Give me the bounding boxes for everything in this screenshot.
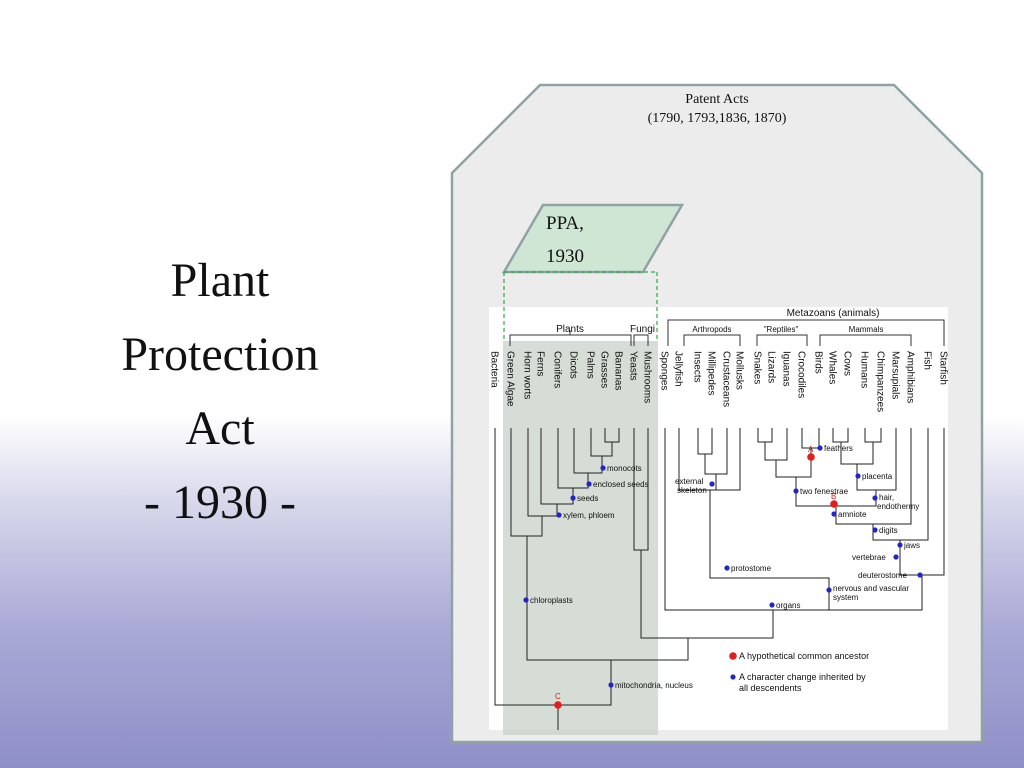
character-labels: monocots enclosed seeds seeds xylem, phl… (530, 444, 920, 690)
patent-acts-years: (1790, 1793,1836, 1870) (648, 111, 787, 126)
char-xylem: xylem, phloem (563, 511, 615, 520)
group-metazoans: Metazoans (animals) (787, 308, 880, 319)
taxon-label: Humans (859, 351, 870, 388)
taxon-label: Crustaceans (721, 351, 732, 407)
group-fungi: Fungi (630, 324, 655, 335)
taxon-label: Bacteria (489, 351, 500, 388)
tree-branches (494, 428, 945, 730)
char-enclosed-seeds: enclosed seeds (593, 480, 649, 489)
taxon-label: Conifers (552, 351, 563, 388)
char-amniote: amniote (838, 510, 867, 519)
char-deuterostome: deuterostome (858, 571, 907, 580)
char-feathers: feathers (824, 444, 853, 453)
ancestor-label-b: B (831, 492, 836, 501)
legend: A hypothetical common ancestor A charact… (739, 651, 869, 693)
char-endothermy: endothermy (877, 502, 919, 511)
group-reptiles: "Reptiles" (764, 325, 799, 334)
char-jaws: jaws (903, 541, 920, 550)
taxon-label: Fish (922, 351, 933, 370)
taxon-label: Sponges (659, 351, 670, 390)
group-mammals: Mammals (849, 325, 884, 334)
ancestor-label-c: C (555, 692, 561, 701)
slide-title: Plant Protection Act - 1930 - (60, 244, 380, 540)
taxon-label: Mushrooms (642, 351, 653, 403)
group-arthropods: Arthropods (692, 325, 731, 334)
taxon-label: Horn worts (522, 351, 533, 399)
taxon-label: Millipedes (706, 351, 717, 395)
char-digits: digits (879, 526, 898, 535)
char-two-fenestrae: two fenestrae (800, 487, 849, 496)
char-nervous-2: system (833, 593, 859, 602)
taxon-label: Birds (813, 351, 824, 374)
char-protostome: protostome (731, 564, 772, 573)
taxon-label: Starfish (938, 351, 949, 385)
char-mito: mitochondria, nucleus (615, 681, 693, 690)
ppa-year: 1930 (546, 246, 584, 267)
taxon-label: Insects (692, 351, 703, 383)
legend-change-1: A character change inherited by (739, 672, 866, 682)
taxon-label: Bananas (613, 351, 624, 390)
taxon-label: Palms (585, 351, 596, 379)
taxon-label: Yeasts (628, 351, 639, 381)
taxon-label: Jellyfish (673, 351, 684, 387)
char-chloroplasts: chloroplasts (530, 596, 573, 605)
taxon-label: Chimpanzees (875, 351, 886, 412)
char-nervous-1: nervous and vascular (833, 584, 909, 593)
taxon-label: Mollusks (734, 351, 745, 390)
taxon-label: Cows (842, 351, 853, 376)
title-line-2: Protection (121, 328, 319, 381)
ancestor-label-a: A (808, 445, 814, 454)
taxon-label: Amphibians (905, 351, 916, 403)
ancestor-dots (554, 453, 838, 709)
taxon-label: Dicots (568, 351, 579, 379)
ppa-label: PPA, (546, 213, 584, 234)
title-line-1: Plant (170, 254, 270, 307)
taxon-label: Grasses (599, 351, 610, 388)
legend-ancestor: A hypothetical common ancestor (739, 651, 869, 661)
ppa-parallelogram (501, 203, 685, 274)
taxon-label: Marsupials (890, 351, 901, 399)
taxon-label: Lizards (766, 351, 777, 383)
char-organs: organs (776, 601, 800, 610)
taxon-label: Whales (827, 351, 838, 384)
char-placenta: placenta (862, 472, 893, 481)
group-plants: Plants (556, 324, 584, 335)
patent-acts-title: Patent Acts (685, 92, 748, 107)
taxon-label: Iguanas (781, 351, 792, 387)
taxon-label: Green Algae (505, 351, 516, 407)
char-vertebrae: vertebrae (852, 553, 886, 562)
char-monocots: monocots (607, 464, 642, 473)
char-hair: hair, (879, 493, 894, 502)
char-external: external (675, 477, 704, 486)
legend-change-2: all descendents (739, 683, 802, 693)
title-line-3: Act (185, 402, 255, 455)
character-dots (523, 445, 923, 688)
title-line-4: - 1930 - (144, 476, 296, 529)
char-skeleton: skeleton (677, 486, 707, 495)
taxon-label: Ferns (535, 351, 546, 377)
group-brackets (509, 319, 945, 346)
char-seeds: seeds (577, 494, 598, 503)
taxon-label: Snakes (752, 351, 763, 384)
ppa-coverage-highlight (503, 341, 658, 735)
taxon-label: Crocodiles (796, 351, 807, 398)
